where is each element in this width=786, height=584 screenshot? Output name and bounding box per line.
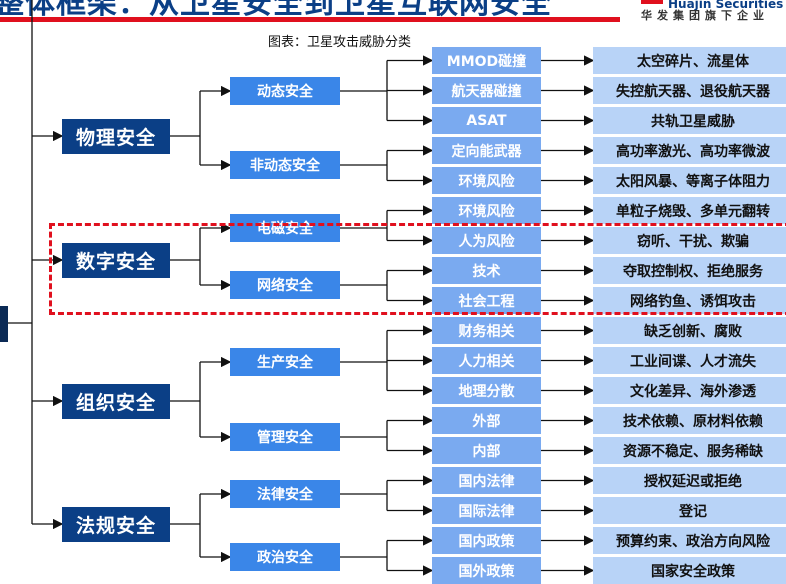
- threat-example-node: 网络钓鱼、诱饵攻击: [593, 287, 786, 314]
- threat-type-node: 航天器碰撞: [432, 77, 541, 104]
- threat-type-node: MMOD碰撞: [432, 47, 541, 74]
- digital-security-highlight: [49, 223, 786, 315]
- threat-example-node: 失控航天器、退役航天器: [593, 77, 786, 104]
- threat-example-node: 登记: [593, 497, 786, 524]
- threat-example-node: 缺乏创新、腐败: [593, 317, 786, 344]
- category-node: 组织安全: [62, 383, 170, 419]
- threat-example-node: 单粒子烧毁、多单元翻转: [593, 197, 786, 224]
- subcategory-node: 法律安全: [230, 480, 340, 508]
- threat-example-node: 预算约束、政治方向风险: [593, 527, 786, 554]
- subcategory-node: 管理安全: [230, 423, 340, 451]
- threat-type-node: 外部: [432, 407, 541, 434]
- threat-example-node: 太空碎片、流星体: [593, 47, 786, 74]
- category-node: 物理安全: [62, 118, 170, 154]
- subcategory-node: 非动态安全: [230, 151, 340, 179]
- logo-icon: [641, 0, 663, 4]
- title-divider: [0, 17, 620, 22]
- subcategory-node: 政治安全: [230, 543, 340, 571]
- threat-example-node: 技术依赖、原材料依赖: [593, 407, 786, 434]
- threat-example-node: 高功率激光、高功率微波: [593, 137, 786, 164]
- threat-type-node: 国内政策: [432, 527, 541, 554]
- threat-type-node: 内部: [432, 437, 541, 464]
- threat-type-node: 国际法律: [432, 497, 541, 524]
- slide-title: 整体框架：从卫星安全到卫星互联网安全: [0, 0, 552, 21]
- threat-example-node: 夺取控制权、拒绝服务: [593, 257, 786, 284]
- threat-type-node: 国内法律: [432, 467, 541, 494]
- threat-example-node: 工业间谍、人才流失: [593, 347, 786, 374]
- threat-example-node: 共轨卫星威胁: [593, 107, 786, 134]
- threat-type-node: 国外政策: [432, 557, 541, 584]
- threat-type-node: 定向能武器: [432, 137, 541, 164]
- threat-type-node: 财务相关: [432, 317, 541, 344]
- subcategory-node: 网络安全: [230, 271, 340, 299]
- root-node: [0, 306, 8, 342]
- figure-caption: 图表：卫星攻击威胁分类: [268, 35, 412, 50]
- threat-type-node: 环境风险: [432, 167, 541, 194]
- threat-example-node: 太阳风暴、等离子体阻力: [593, 167, 786, 194]
- threat-type-node: 环境风险: [432, 197, 541, 224]
- category-node: 法规安全: [62, 506, 170, 542]
- threat-type-node: 社会工程: [432, 287, 541, 314]
- threat-type-node: ASAT: [432, 107, 541, 134]
- threat-type-node: 人为风险: [432, 227, 541, 254]
- logo-cn: 华发集团旗下企业: [641, 9, 769, 22]
- logo-en: Huajin Securities: [668, 0, 784, 11]
- category-node: 数字安全: [62, 242, 170, 278]
- subcategory-node: 生产安全: [230, 348, 340, 376]
- threat-type-node: 地理分散: [432, 377, 541, 404]
- threat-example-node: 授权延迟或拒绝: [593, 467, 786, 494]
- threat-example-node: 文化差异、海外渗透: [593, 377, 786, 404]
- threat-example-node: 窃听、干扰、欺骗: [593, 227, 786, 254]
- threat-example-node: 资源不稳定、服务稀缺: [593, 437, 786, 464]
- threat-type-node: 技术: [432, 257, 541, 284]
- threat-type-node: 人力相关: [432, 347, 541, 374]
- threat-example-node: 国家安全政策: [593, 557, 786, 584]
- subcategory-node: 动态安全: [230, 77, 340, 105]
